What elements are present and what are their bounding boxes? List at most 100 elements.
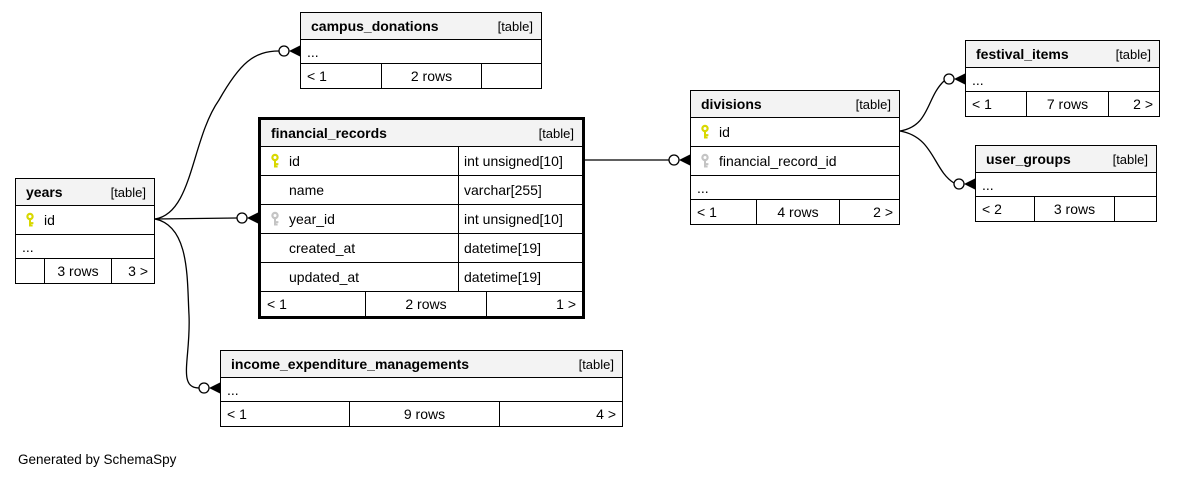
hidden-columns-ellipsis: ... xyxy=(966,68,1159,92)
column-name: financial_record_id xyxy=(719,153,837,169)
column-name-cell: financial_record_id xyxy=(691,147,899,175)
column-type-cell: datetime[19] xyxy=(458,263,582,291)
column-name: id xyxy=(719,124,730,140)
table-header: user_groups [table] xyxy=(976,146,1156,173)
table-name[interactable]: campus_donations xyxy=(311,18,439,34)
row-count: 2 rows xyxy=(365,292,486,316)
column-name: id xyxy=(289,153,300,169)
column-name-cell: year_id xyxy=(261,205,458,233)
degree-right: 3 > xyxy=(111,259,154,283)
primary-key-icon xyxy=(699,124,711,140)
table-name[interactable]: festival_items xyxy=(976,46,1069,62)
table-header: divisions [table] xyxy=(691,91,899,118)
column-row-id: id xyxy=(16,206,154,235)
hidden-columns-ellipsis: ... xyxy=(221,378,622,402)
table-campus_donations[interactable]: campus_donations[table]... < 1 2 rows xyxy=(300,12,542,89)
degree-left xyxy=(16,259,44,283)
row-count: 4 rows xyxy=(756,200,839,224)
column-name: created_at xyxy=(289,240,356,256)
degree-right xyxy=(481,64,541,88)
table-type-badge: [table] xyxy=(538,125,574,141)
table-divisions[interactable]: divisions [table] id financial_record_id...… xyxy=(690,90,900,225)
row-count: 2 rows xyxy=(381,64,481,88)
table-header: campus_donations[table] xyxy=(301,13,541,40)
table-header: years [table] xyxy=(16,179,154,206)
table-name[interactable]: financial_records xyxy=(271,125,387,141)
degree-left: < 1 xyxy=(267,296,287,312)
degree-right: 2 > xyxy=(839,200,899,224)
column-name-cell: id xyxy=(691,118,899,146)
row-count: 7 rows xyxy=(1026,92,1108,116)
table-header: income_expenditure_managements [table] xyxy=(221,351,622,378)
degree-left: < 2 xyxy=(982,201,1002,217)
relationship-financial_records-divisions xyxy=(585,154,690,166)
row-count: 9 rows xyxy=(349,402,499,426)
table-type-badge: [table] xyxy=(578,356,614,372)
degree-right xyxy=(1114,197,1156,221)
hidden-columns-ellipsis: ... xyxy=(16,235,154,259)
column-name: id xyxy=(44,212,55,228)
column-name-cell: created_at xyxy=(261,234,458,262)
column-type-cell: datetime[19] xyxy=(458,234,582,262)
table-name[interactable]: divisions xyxy=(701,96,762,112)
degree-left: < 1 xyxy=(307,68,327,84)
column-name: updated_at xyxy=(289,269,360,285)
column-name: year_id xyxy=(289,211,335,227)
table-footer: < 2 3 rows xyxy=(976,197,1156,221)
column-row-created_at: created_at datetime[19] xyxy=(261,234,582,263)
table-type-badge: [table] xyxy=(110,184,146,200)
table-type-badge: [table] xyxy=(1115,46,1151,62)
degree-right: 4 > xyxy=(499,402,622,426)
relationship-years-financial_records xyxy=(154,212,258,224)
degree-left: < 1 xyxy=(227,406,247,422)
table-name[interactable]: income_expenditure_managements xyxy=(231,356,470,372)
table-header: festival_items [table] xyxy=(966,41,1159,68)
hidden-columns-ellipsis: ... xyxy=(691,176,899,200)
foreign-key-icon xyxy=(699,153,711,169)
relationship-divisions-user_groups xyxy=(899,130,975,190)
row-count: 3 rows xyxy=(44,259,111,283)
column-name: name xyxy=(289,182,325,198)
table-financial_records[interactable]: financial_records [table] id int unsigned[1… xyxy=(258,117,585,319)
table-type-badge: [table] xyxy=(1112,151,1148,167)
relationship-divisions-festival_items xyxy=(899,73,965,132)
table-user_groups[interactable]: user_groups [table]... < 2 3 rows xyxy=(975,145,1157,222)
column-name-cell: updated_at xyxy=(261,263,458,291)
foreign-key-icon xyxy=(269,211,281,227)
column-name-cell: name xyxy=(261,176,458,204)
table-income_expenditure_managements[interactable]: income_expenditure_managements [table]...… xyxy=(220,350,623,427)
column-row-updated_at: updated_at datetime[19] xyxy=(261,263,582,292)
table-name[interactable]: years xyxy=(26,184,63,200)
column-name-cell: id xyxy=(261,147,458,175)
degree-left: < 1 xyxy=(972,96,992,112)
degree-right: 2 > xyxy=(1108,92,1159,116)
hidden-columns-ellipsis: ... xyxy=(301,40,541,64)
primary-key-icon xyxy=(24,212,36,228)
hidden-columns-ellipsis: ... xyxy=(976,173,1156,197)
table-footer: < 1 2 rows xyxy=(301,64,541,88)
column-row-id: id xyxy=(691,118,899,147)
column-row-financial_record_id: financial_record_id xyxy=(691,147,899,176)
primary-key-icon xyxy=(269,153,281,169)
table-name[interactable]: user_groups xyxy=(986,151,1071,167)
relationship-years-campus_donations xyxy=(154,45,300,220)
table-header: financial_records [table] xyxy=(261,120,582,147)
generator-note: Generated by SchemaSpy xyxy=(18,452,177,467)
degree-right: 1 > xyxy=(486,292,582,316)
table-type-badge: [table] xyxy=(855,96,891,112)
column-row-id: id int unsigned[10] xyxy=(261,147,582,176)
row-count: 3 rows xyxy=(1034,197,1114,221)
column-type-cell: int unsigned[10] xyxy=(458,147,582,175)
column-name-cell: id xyxy=(16,206,154,234)
